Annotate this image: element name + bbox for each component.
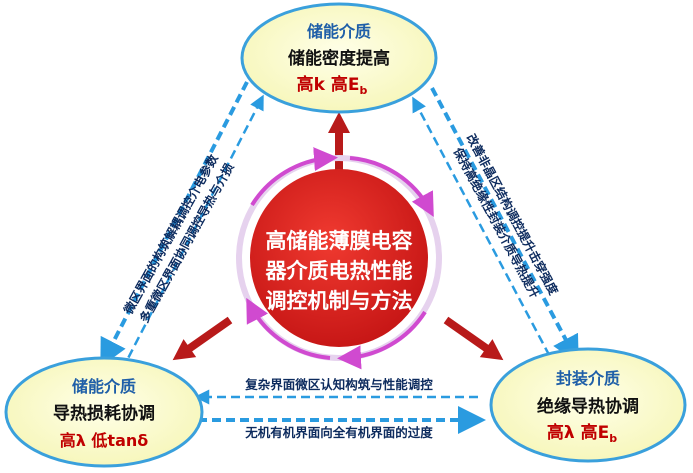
edge-right-outer-arrow (430, 87, 579, 365)
center-title-line-3: 调控机制与方法 (266, 289, 413, 313)
top-node-ellipse (240, 2, 438, 114)
left-node: 储能介质 导热损耗协调 高λ 低tanδ (4, 356, 204, 468)
arrow-to-top (328, 112, 350, 176)
right-node-metric-subscript: b (609, 432, 617, 445)
center-title-line-2: 器介质电热性能 (265, 259, 413, 283)
right-node-metric: 高λ 高Eb (547, 422, 617, 445)
center-ring-arc-top-left (250, 147, 338, 207)
right-node-subtitle: 绝缘导热协调 (537, 396, 639, 417)
center-arrows (172, 112, 504, 361)
right-node: 封装介质 绝缘导热协调 高λ 高Eb (489, 347, 687, 463)
center-ring-arc-bottom-left (246, 297, 331, 360)
top-node-subtitle: 储能密度提高 (288, 48, 390, 69)
center-title-line-1: 高储能薄膜电容 (266, 229, 413, 253)
left-node-subtitle: 导热损耗协调 (53, 403, 155, 424)
right-node-metric-text: 高λ 高E (547, 422, 609, 443)
top-node: 储能介质 储能密度提高 高k 高Eb (240, 2, 438, 114)
edge-left-outer-label: 微区界面的构筑解耦调控介电参数 (120, 151, 221, 317)
center-disc (250, 169, 428, 347)
top-node-title: 储能介质 (306, 22, 371, 41)
edge-left-outer-arrow (100, 81, 249, 368)
top-node-metric: 高k 高Eb (297, 74, 368, 97)
center-ring-arc-bottom-right (337, 310, 427, 370)
arrow-to-right (443, 316, 504, 361)
left-node-ellipse (4, 356, 204, 468)
edge-right-outer-label: 改善非晶区结构调控提升击穿强度 (464, 131, 562, 298)
right-node-title: 封装介质 (556, 369, 620, 388)
edge-bottom: 复杂界面微区认知构筑与性能调控 无机有机界面向全有机界面的过度 (194, 377, 486, 440)
edge-bottom-upper-label: 复杂界面微区认知构筑与性能调控 (244, 377, 433, 392)
left-node-metric: 高λ 低tanδ (60, 431, 149, 450)
center-node: 高储能薄膜电容 器介质电热性能 调控机制与方法 (236, 147, 442, 370)
edge-right: 改善非晶区结构调控提升击穿强度 保持高绝缘性封装介质导热提升 (412, 87, 579, 369)
edge-bottom-lower-label: 无机有机界面向全有机界面的过度 (244, 425, 433, 440)
arrow-to-left (172, 316, 233, 361)
edge-left: 微区界面的构筑解耦调控介电参数 多重微区界面协同调控导热与介损 (100, 81, 264, 371)
top-node-metric-subscript: b (359, 84, 367, 97)
edge-left-inner-arrow (120, 94, 264, 371)
edge-left-inner-label: 多重微区界面协同调控导热与介损 (136, 160, 236, 325)
right-node-ellipse (489, 347, 687, 463)
top-node-metric-text: 高k 高E (297, 74, 360, 95)
center-ring-arc-top-right (349, 156, 434, 218)
edge-right-inner-arrow (412, 96, 558, 369)
edge-right-inner-label: 保持高绝缘性封装介质导热提升 (450, 144, 543, 300)
left-node-title: 储能介质 (71, 377, 136, 396)
